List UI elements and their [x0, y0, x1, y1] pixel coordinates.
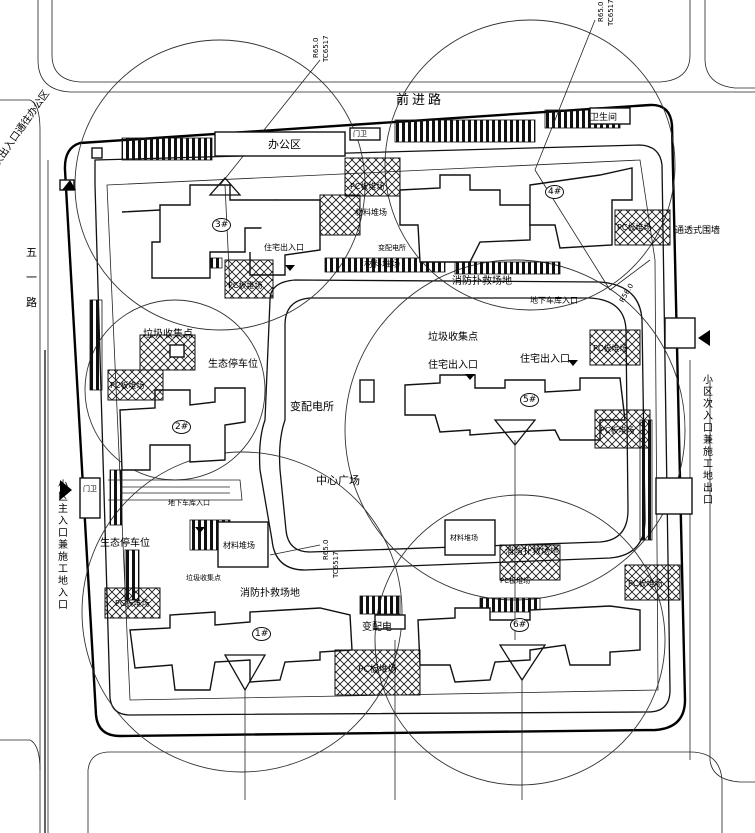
crane-tag-4: TC6517 [607, 0, 615, 26]
office-label: 办公区 [268, 138, 301, 151]
west-entry-label: 次出入口通往办公区 [0, 88, 52, 169]
eco-parking-label: 生态停车位 [208, 359, 258, 370]
residence-entry-label-3: 住宅出入口 [264, 243, 304, 252]
pc-yard-label-8: PC板堆场 [115, 599, 150, 608]
crane-tag-6: TC6517 [332, 551, 340, 578]
pc-yard-label-10: PC板堆场 [500, 577, 531, 585]
pc-yard-label-1: PC板堆场 [350, 182, 385, 191]
pc-yard-label-6: PC板堆场 [617, 223, 652, 232]
toilet-label: 卫生间 [590, 113, 618, 123]
building-5 [404, 374, 626, 441]
substation-main-label: 变配电所 [290, 400, 334, 413]
building-number-1: 1# [252, 627, 272, 641]
materials-yard-label-3: 材料堆场 [223, 541, 255, 550]
small-structures [59, 107, 696, 630]
crane-tag-7: R56.0 [618, 282, 636, 304]
underground-entry-label-2: 地下车库入口 [530, 296, 578, 305]
materials-yard-label-4: 材料堆场 [364, 260, 401, 270]
residence-entry-label-2: 住宅出入口 [520, 354, 570, 365]
building-number-4: 4# [545, 185, 565, 199]
main-entry-label: 小区主入口兼施工地入口 [58, 480, 68, 611]
eco-parking-label-2: 生态停车位 [100, 538, 150, 549]
crane-wedges [208, 177, 547, 692]
fire-rescue-south-label: 消防扑救场地 [240, 588, 300, 599]
pc-yard-label-4: PC板堆场 [593, 344, 628, 353]
pc-yard-label-3: PC板堆场 [110, 381, 145, 390]
central-plaza-label: 中心广场 [316, 474, 360, 487]
garbage-label-1: 垃圾收集点 [143, 329, 193, 340]
ring-road [258, 279, 646, 571]
building-1 [129, 607, 353, 691]
materials-yard-label-1: 材料堆场 [355, 208, 387, 217]
pc-yard-label-7: PC板堆场 [628, 579, 663, 588]
fire-rescue-north-label: 消防扑救场地 [452, 276, 512, 287]
entry-markers [60, 180, 710, 533]
guard-label-2: 门卫 [83, 485, 97, 493]
building-number-6: 6# [510, 618, 530, 632]
building-number-2: 2# [172, 420, 192, 434]
crane-tag-5: R65.0 [322, 539, 330, 560]
road-name-north: 前进路 [396, 93, 445, 108]
stockyards [104, 157, 681, 696]
underground-ramp [108, 479, 243, 501]
crane-tag-3: R65.0 [597, 1, 605, 22]
building-number-3: 3# [212, 218, 232, 232]
substation-small-label: 变配电所 [378, 244, 406, 252]
garbage-label-2: 垃圾收集点 [428, 332, 478, 343]
crane-tag-2: TC6517 [322, 35, 330, 62]
substation-south-label: 变配电 [362, 622, 392, 633]
secondary-entry-label: 小区次入口兼施工地出口 [703, 375, 713, 506]
road-name-west: 五一路 [26, 246, 37, 309]
building-number-5: 5# [520, 393, 540, 407]
building-6 [417, 605, 641, 683]
residence-entry-label-1: 住宅出入口 [428, 360, 478, 371]
underground-entry-label: 地下车库入口 [168, 499, 210, 507]
fence-label: 通透式围墙 [675, 226, 721, 236]
fire-rescue-east-label: 消防扑救场地 [505, 547, 560, 557]
pc-yard-label-9: PC板堆场 [358, 665, 397, 675]
guard-label: 门卫 [353, 130, 367, 138]
materials-yard-label-2: 材料堆场 [450, 534, 478, 542]
crane-tag-1: R65.0 [312, 37, 320, 58]
garbage-label-3: 垃圾收集点 [186, 574, 221, 582]
pc-yard-label-5: PC板堆场 [600, 426, 635, 435]
pc-yard-label-2: PC板堆场 [228, 281, 263, 290]
building-3 [121, 184, 321, 279]
